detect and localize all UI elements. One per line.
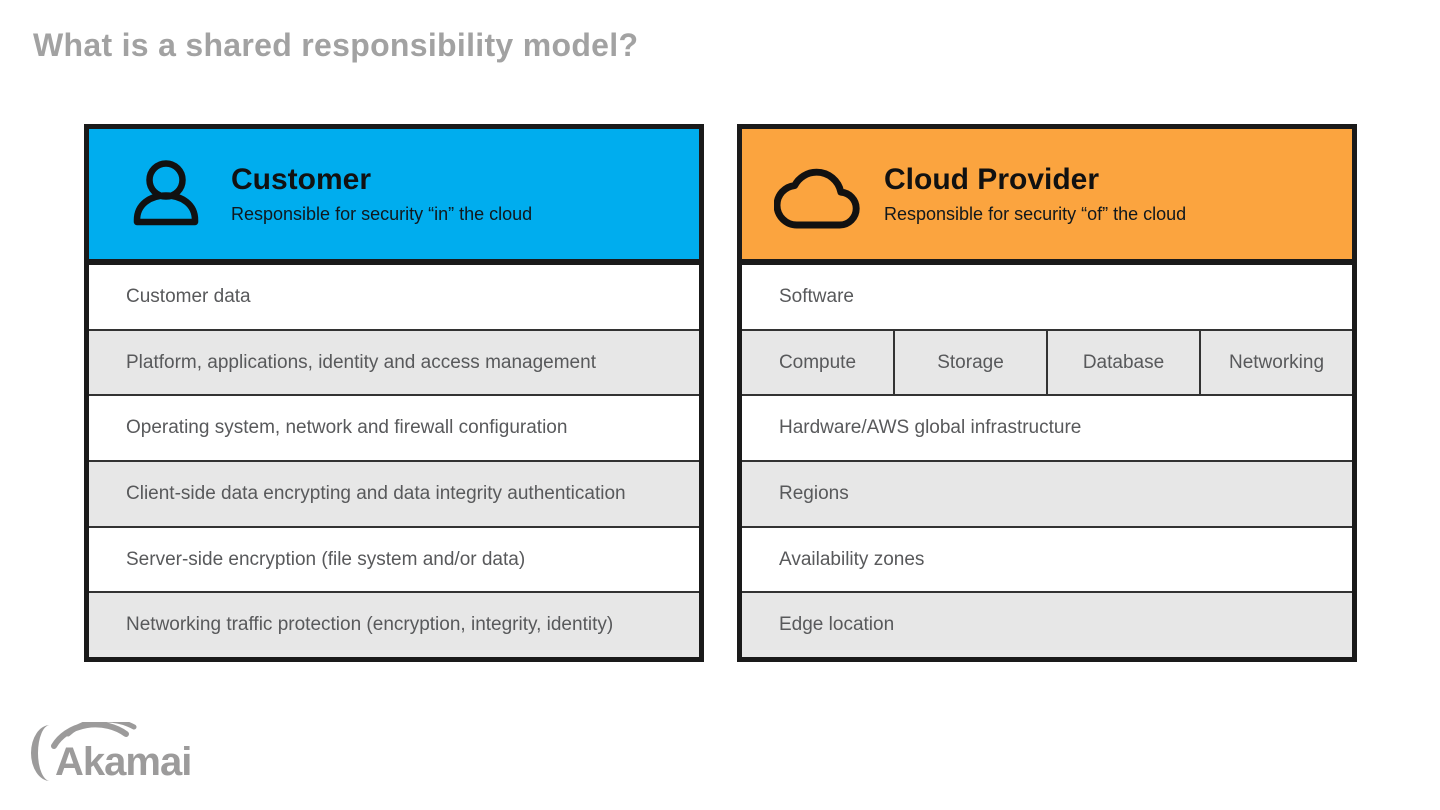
akamai-logo: Akamai bbox=[31, 722, 192, 784]
customer-rows: Customer data Platform, applications, id… bbox=[89, 265, 699, 658]
table-row: Regions bbox=[742, 460, 1352, 526]
akamai-swoosh-icon bbox=[31, 722, 137, 781]
cloud-icon bbox=[772, 159, 864, 229]
table-row: Customer data bbox=[89, 265, 699, 329]
cloud-provider-subtitle: Responsible for security “of” the cloud bbox=[884, 204, 1187, 224]
page-title: What is a shared responsibility model? bbox=[33, 27, 639, 63]
table-row: Software bbox=[742, 265, 1352, 329]
service-cell-database: Database bbox=[1046, 330, 1199, 395]
service-cell-compute: Compute bbox=[778, 351, 857, 373]
table-row-services: Compute Storage Database Networking bbox=[742, 328, 1352, 395]
cloud-provider-title: Cloud Provider bbox=[884, 163, 1100, 196]
person-icon bbox=[119, 158, 211, 230]
table-row: Client-side data encrypting and data int… bbox=[89, 460, 699, 526]
cloud-provider-panel: Cloud Provider Responsible for security … bbox=[737, 124, 1357, 662]
table-row: Operating system, network and firewall c… bbox=[89, 394, 699, 461]
customer-title: Customer bbox=[231, 163, 372, 196]
cloud-provider-rows: Software Compute Storage Database Networ… bbox=[742, 265, 1352, 658]
table-row: Server-side encryption (file system and/… bbox=[89, 525, 699, 592]
akamai-logo-text: Akamai bbox=[55, 740, 191, 784]
customer-subtitle: Responsible for security “in” the cloud bbox=[231, 204, 533, 224]
table-row: Platform, applications, identity and acc… bbox=[89, 328, 699, 395]
customer-panel-header: Customer Responsible for security “in” t… bbox=[89, 129, 699, 265]
table-row: Networking traffic protection (encryptio… bbox=[89, 591, 699, 658]
responsibility-panels: Customer Responsible for security “in” t… bbox=[84, 124, 1357, 662]
customer-header-text: Customer Responsible for security “in” t… bbox=[231, 163, 532, 225]
table-row: Edge location bbox=[742, 591, 1352, 658]
cloud-provider-header-text: Cloud Provider Responsible for security … bbox=[884, 163, 1186, 225]
table-row: Availability zones bbox=[742, 525, 1352, 592]
customer-panel: Customer Responsible for security “in” t… bbox=[84, 124, 704, 662]
cloud-provider-panel-header: Cloud Provider Responsible for security … bbox=[742, 129, 1352, 265]
service-cell-networking: Networking bbox=[1199, 330, 1352, 395]
table-row: Hardware/AWS global infrastructure bbox=[742, 394, 1352, 461]
service-cell-storage: Storage bbox=[893, 330, 1046, 395]
